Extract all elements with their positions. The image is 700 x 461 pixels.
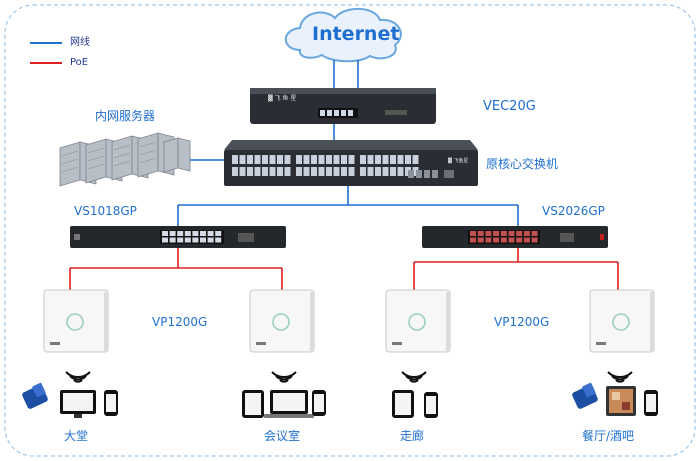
access-point-4 xyxy=(589,289,655,353)
svg-text:▓ 飞鱼星: ▓ 飞鱼星 xyxy=(448,157,468,164)
area-label-lobby: 大堂 xyxy=(64,429,89,443)
gateway-device: ▓ 飞 鱼 星 xyxy=(250,88,436,124)
access-point-3 xyxy=(385,289,451,353)
internet-label: Internet xyxy=(312,23,400,45)
area-lobby-devices xyxy=(22,382,118,418)
cable-core-switches xyxy=(177,186,519,226)
ap-group-left-label: VP1200G xyxy=(152,315,208,329)
diagram-frame xyxy=(4,4,696,457)
core-switch-device: ▓ 飞鱼星 xyxy=(224,140,478,186)
area-meeting-devices xyxy=(242,390,326,418)
area-label-meeting: 会议室 xyxy=(264,429,301,443)
server-label: 内网服务器 xyxy=(95,109,156,123)
area-corridor-devices xyxy=(392,390,438,418)
poe-cable-left xyxy=(69,248,283,290)
switch-right-label: VS2026GP xyxy=(542,204,605,218)
switch-right-device xyxy=(422,226,608,248)
ap-group-right-label: VP1200G xyxy=(494,315,550,329)
core-switch-label: 原核心交换机 xyxy=(486,157,559,171)
legend-label-poe: PoE xyxy=(70,57,89,68)
poe-cable-right xyxy=(413,248,619,290)
switch-left-device xyxy=(70,226,286,248)
wifi-signal-icon-2 xyxy=(271,371,297,383)
gateway-label: VEC20G xyxy=(483,99,536,114)
wifi-signal-icon-4 xyxy=(607,371,633,383)
area-label-restaurant: 餐厅/酒吧 xyxy=(582,429,635,443)
svg-text:▓ 飞 鱼 星: ▓ 飞 鱼 星 xyxy=(268,94,296,102)
switch-left-label: VS1018GP xyxy=(74,204,137,218)
internet-cloud-icon xyxy=(284,7,402,63)
area-restaurant-devices xyxy=(572,382,658,416)
wifi-signal-icon-3 xyxy=(401,371,427,383)
legend-label-cable: 网线 xyxy=(70,37,90,48)
access-point-1 xyxy=(43,289,109,353)
server-rack-icon xyxy=(59,132,191,187)
access-point-2 xyxy=(249,289,315,353)
area-label-corridor: 走廊 xyxy=(400,429,425,443)
wifi-signal-icon-1 xyxy=(65,371,91,383)
